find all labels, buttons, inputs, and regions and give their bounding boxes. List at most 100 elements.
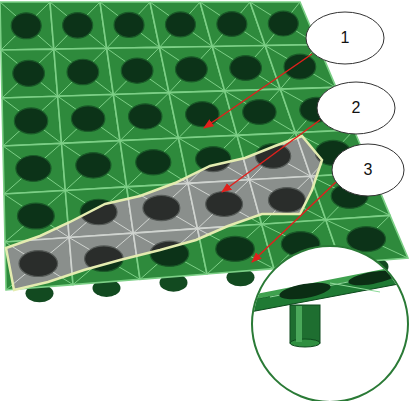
mat-cell	[65, 187, 133, 238]
cell-dimple	[230, 56, 262, 81]
callout-number: 3	[364, 161, 373, 179]
cell-rib	[179, 91, 225, 138]
cell-rib	[65, 141, 120, 191]
cell-rib	[133, 183, 188, 233]
cell-rib	[100, 2, 160, 47]
cell-dimple	[67, 59, 99, 85]
cell-face	[0, 2, 54, 50]
cell-face	[127, 183, 198, 233]
mat-cell	[107, 47, 169, 94]
inset-detail	[250, 246, 415, 401]
cell-dimple	[284, 54, 316, 79]
mat-cell	[169, 91, 237, 138]
cell-face	[0, 2, 54, 50]
cell-face	[1, 49, 58, 98]
cell-dimple	[114, 12, 144, 37]
cell-rib	[120, 93, 169, 141]
cell-face	[3, 143, 65, 194]
cell-dimple	[17, 203, 54, 229]
cell-rib	[120, 141, 188, 184]
cell-rib	[3, 146, 65, 190]
leader-line	[222, 120, 320, 192]
cell-dimple	[217, 12, 247, 37]
cell-dimple	[136, 150, 171, 175]
cell-dimple	[186, 102, 219, 127]
cell-dimple	[14, 108, 47, 134]
cell-face	[100, 2, 160, 48]
callout-ellipse-shape	[332, 144, 404, 196]
cell-face	[58, 94, 120, 143]
cell-rib	[4, 194, 69, 238]
cell-dimple	[16, 155, 51, 181]
cell-dimple	[17, 203, 54, 229]
leader-line	[252, 182, 336, 262]
cell-dimple	[196, 147, 231, 172]
cell-face	[160, 46, 225, 92]
mat-cell	[3, 143, 65, 194]
cell-rib	[4, 143, 62, 194]
cell-rib	[212, 2, 250, 46]
cell-dimple	[150, 241, 189, 266]
mat-cell	[58, 94, 120, 143]
cell-dimple	[217, 12, 247, 37]
cell-face	[1, 49, 58, 98]
cell-rib	[2, 49, 54, 98]
cell-dimple	[19, 251, 58, 277]
cell-dimple	[216, 236, 255, 261]
cell-dimple	[63, 13, 93, 39]
cell-dimple	[76, 153, 111, 179]
cell-dimple	[165, 12, 195, 37]
cell-rib	[62, 94, 114, 143]
inset-sheet	[250, 268, 415, 312]
cell-rib	[169, 93, 237, 136]
cell-dimple	[243, 100, 276, 125]
cell-face	[107, 47, 169, 94]
cell-dimple	[230, 56, 262, 81]
cell-dimple	[76, 153, 111, 179]
cell-face	[100, 2, 160, 48]
cell-face	[50, 2, 107, 49]
mat-cell	[54, 48, 114, 96]
cell-face	[4, 190, 69, 242]
cell-rib	[107, 2, 150, 48]
mat-cell	[50, 2, 107, 49]
cell-dimple	[71, 106, 104, 132]
cell-face	[113, 93, 178, 141]
cell-rib	[160, 2, 201, 47]
cell-rib	[62, 143, 127, 187]
mat-cell	[3, 143, 65, 194]
mat-cell	[0, 2, 54, 50]
cell-rib	[54, 49, 114, 94]
cell-dimple	[13, 60, 45, 86]
middle-layer-grid	[0, 2, 408, 290]
cell-dimple	[268, 188, 305, 213]
mat-cell	[1, 49, 58, 98]
mat-cell	[212, 46, 280, 91]
mat-cell	[127, 183, 198, 233]
cell-rib	[113, 47, 159, 94]
cell-dimple	[14, 108, 47, 134]
callout-ellipse: 2	[316, 81, 396, 135]
callout-ellipse: 1	[305, 11, 385, 65]
cell-face	[225, 89, 296, 135]
cell-rib	[3, 96, 58, 146]
cell-rib	[179, 91, 225, 138]
cell-face	[62, 141, 127, 191]
callout-number: 1	[341, 29, 350, 47]
callout-ellipse-shape	[306, 12, 384, 64]
cell-rib	[5, 190, 65, 242]
cell-rib	[113, 94, 178, 138]
cell-rib	[1, 2, 50, 50]
callout-ellipse-shape	[317, 82, 395, 134]
cell-dimple	[284, 54, 316, 79]
mat-cell	[200, 2, 265, 46]
cell-rib	[160, 2, 201, 47]
cell-dimple	[136, 150, 171, 175]
cell-rib	[188, 135, 237, 183]
cell-rib	[58, 96, 120, 140]
cell-rib	[265, 2, 300, 46]
mat-cell	[4, 190, 69, 242]
inset-stud-shine	[296, 306, 302, 342]
mat-cell	[62, 141, 127, 191]
